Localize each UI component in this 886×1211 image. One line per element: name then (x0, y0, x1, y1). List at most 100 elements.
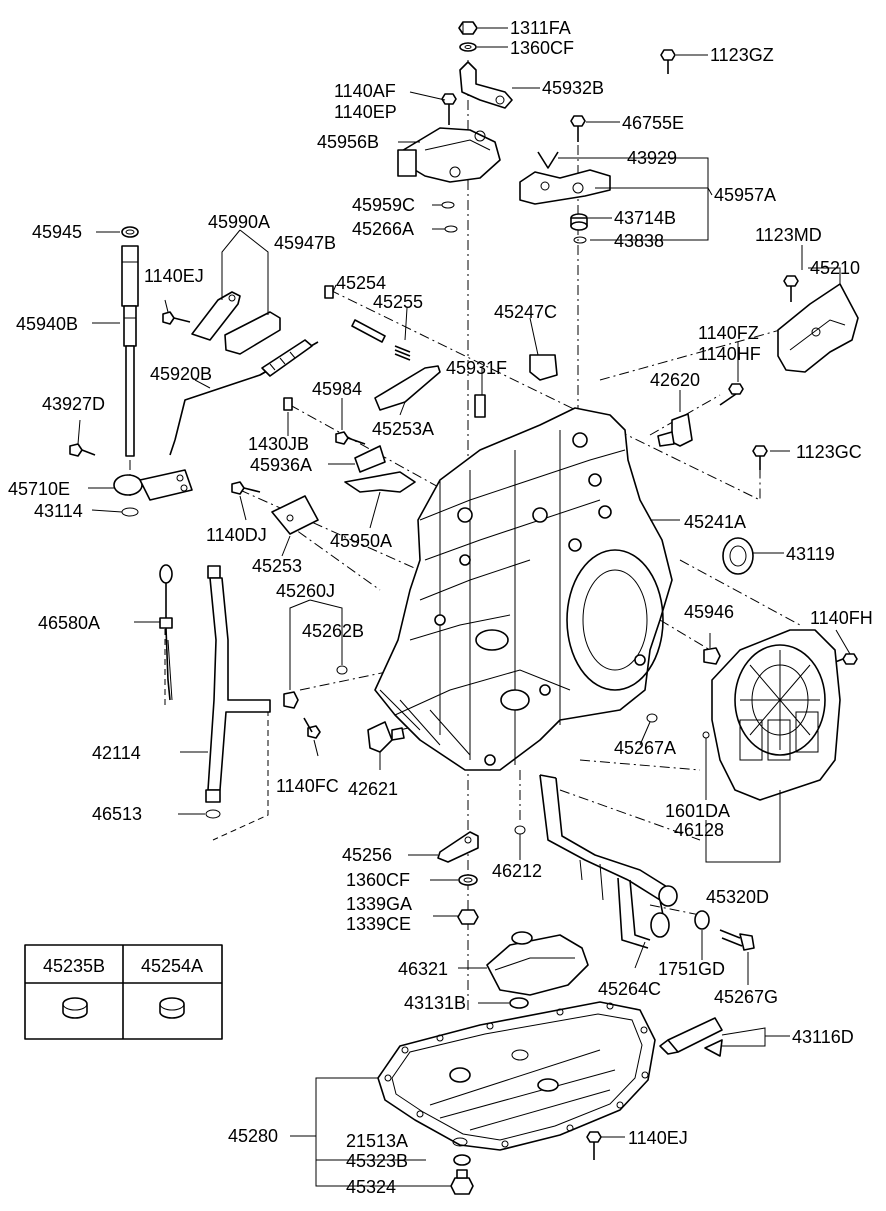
label-45920b: 45920B (150, 364, 212, 384)
label-46321: 46321 (398, 959, 448, 979)
label-45710e: 45710E (8, 479, 70, 499)
bracket-45210 (777, 283, 859, 373)
switch-45956b (397, 127, 501, 183)
pin-45255 (351, 319, 386, 343)
oring-45959c (441, 201, 455, 209)
label-43714b: 43714B (614, 208, 676, 228)
label-1360cf-top: 1360CF (510, 38, 574, 58)
bracket-45947b (224, 311, 281, 355)
plate-45950a (344, 471, 416, 493)
label-1311fa: 1311FA (510, 18, 571, 38)
label-45241a: 45241A (684, 512, 746, 532)
bolt-1140fc (303, 717, 321, 739)
label-45947b: 45947B (274, 233, 336, 253)
label-46580a: 46580A (38, 613, 100, 633)
label-45264c: 45264C (598, 979, 661, 999)
clip-43929 (537, 151, 559, 169)
plug-45254a-icon (159, 997, 185, 1019)
label-1123gz: 1123GZ (710, 45, 774, 65)
label-1601da: 1601DA (665, 801, 730, 821)
washer-1360cf-bot (458, 874, 478, 886)
tube-42114 (205, 565, 271, 803)
plug-45324 (450, 1169, 474, 1195)
label-1339ga: 1339GA (346, 894, 412, 914)
bolt-1123md (783, 275, 799, 302)
bolt-1140af (441, 93, 457, 125)
label-45932b: 45932B (542, 78, 604, 98)
plug-45323b (453, 1154, 471, 1166)
label-45320d: 45320D (706, 887, 769, 907)
seal-43119 (722, 537, 754, 575)
label-43927d: 43927D (42, 394, 105, 414)
label-45253a: 45253A (372, 419, 434, 439)
oring-43131b (509, 997, 529, 1009)
bolt-1140dj (231, 481, 261, 495)
plug-45235b-icon (62, 997, 88, 1019)
transaxle-case-45241a (374, 407, 673, 771)
label-1140ej-bot: 1140EJ (628, 1128, 688, 1148)
label-1140hf: 1140HF (698, 344, 761, 364)
washer-1360cf-top (459, 42, 477, 52)
shaft-45940b (121, 245, 139, 457)
label-1430jb: 1430JB (248, 434, 309, 454)
label-21513a: 21513A (346, 1131, 408, 1151)
label-45990a: 45990A (208, 212, 270, 232)
legend-col2-label: 45254A (141, 956, 203, 976)
filter-46321 (486, 931, 589, 996)
label-45262b: 45262B (302, 621, 364, 641)
plate-45253 (271, 495, 319, 535)
leader-lines (77, 27, 851, 1187)
label-45940b: 45940B (16, 314, 78, 334)
label-1140af: 1140AF (334, 81, 396, 101)
label-46513: 46513 (92, 804, 142, 824)
detent-45253a (374, 365, 441, 411)
lever-45932b (459, 61, 513, 109)
label-45254: 45254 (336, 273, 386, 293)
label-46755e: 46755E (622, 113, 684, 133)
label-45957a: 45957A (714, 185, 776, 205)
bolt-45984 (335, 431, 366, 445)
oring-45267a (646, 713, 658, 723)
label-42621: 42621 (348, 779, 398, 799)
label-45260j: 45260J (276, 581, 335, 601)
label-45956b: 45956B (317, 132, 379, 152)
cable-45920b (169, 339, 319, 456)
nut-1311fa (458, 21, 478, 35)
label-45247c: 45247C (494, 302, 557, 322)
label-43131b: 43131B (404, 993, 466, 1013)
label-46212: 46212 (492, 861, 542, 881)
label-46128: 46128 (674, 820, 724, 840)
bolt-43927d (69, 443, 96, 457)
label-45931f: 45931F (446, 358, 507, 378)
plug-45946 (703, 647, 721, 665)
label-45984: 45984 (312, 379, 362, 399)
label-42620: 42620 (650, 370, 700, 390)
label-42114: 42114 (92, 743, 141, 763)
bolt-45267g (719, 929, 755, 951)
label-1140fz: 1140FZ (698, 323, 759, 343)
side-cover-45320d (711, 629, 841, 801)
bolt-1123gz (660, 49, 676, 74)
label-45210: 45210 (810, 258, 860, 278)
oring-43114 (121, 507, 139, 517)
label-45959c: 45959C (352, 195, 415, 215)
legend-col1-label: 45235B (43, 956, 105, 976)
lever-45990a (191, 291, 241, 341)
sensor-42621 (367, 721, 405, 753)
label-45936a: 45936A (250, 455, 312, 475)
label-1339ce: 1339CE (346, 914, 411, 934)
label-1360cf-bot: 1360CF (346, 870, 410, 890)
bolt-46755e (570, 115, 586, 142)
seal-43714b (570, 213, 588, 231)
bolt-45260j (283, 691, 299, 709)
label-45267g: 45267G (714, 987, 778, 1007)
bolt-1140ej-bot (586, 1131, 602, 1160)
oring-43838 (573, 236, 587, 244)
label-45945: 45945 (32, 222, 82, 242)
label-43116d: 43116D (792, 1027, 854, 1047)
label-43119: 43119 (786, 544, 835, 564)
oring-45266a (444, 225, 458, 233)
spring-45255 (394, 345, 411, 361)
legend-table: 45235B 45254A (24, 944, 223, 1040)
